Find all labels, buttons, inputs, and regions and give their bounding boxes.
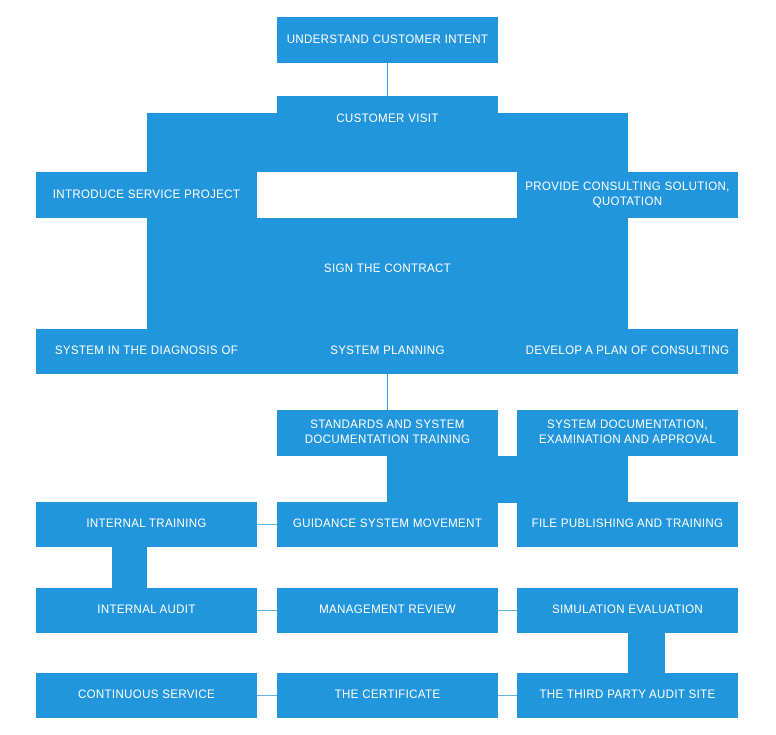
node-customer-visit[interactable]: CUSTOMER VISIT [277,96,498,142]
node-label: GUIDANCE SYSTEM MOVEMENT [292,518,483,530]
node-label: DEVELOP A PLAN OF CONSULTING [525,345,730,357]
node-the-third-party-audit-site[interactable]: THE THIRD PARTY AUDIT SITE [517,673,738,718]
conn-review-to-simulation [498,610,517,611]
band-internal-training-to-audit [112,547,147,589]
node-internal-audit[interactable]: INTERNAL AUDIT [36,588,257,633]
node-simulation-evaluation[interactable]: SIMULATION EVALUATION [517,588,738,633]
node-label: SYSTEM DOCUMENTATION, EXAMINATION AND AP… [538,419,717,446]
node-understand-customer-intent[interactable]: UNDERSTAND CUSTOMER INTENT [277,17,498,63]
conn-planning-to-standards [387,374,388,410]
conn-internal-training-to-guidance [257,524,277,525]
node-label: PROVIDE CONSULTING SOLUTION, QUOTATION [525,181,730,208]
node-label: SYSTEM IN THE DIAGNOSIS OF [54,345,239,357]
node-label: SIMULATION EVALUATION [551,604,704,616]
node-sign-the-contract[interactable]: SIGN THE CONTRACT [277,246,498,292]
hole-center-gap [257,172,517,218]
node-label: INTERNAL AUDIT [97,604,196,616]
node-file-publishing-and-training[interactable]: FILE PUBLISHING AND TRAINING [517,502,738,547]
band-row6-to-row7 [387,456,628,503]
node-label: SYSTEM PLANNING [330,345,445,357]
node-continuous-service[interactable]: CONTINUOUS SERVICE [36,673,257,718]
node-label: MANAGEMENT REVIEW [319,604,456,616]
conn-understand-to-visit [387,63,388,96]
node-internal-training[interactable]: INTERNAL TRAINING [36,502,257,547]
node-the-certificate[interactable]: THE CERTIFICATE [277,673,498,718]
node-label: INTRODUCE SERVICE PROJECT [52,188,241,201]
node-label: UNDERSTAND CUSTOMER INTENT [286,33,489,46]
node-label: THE THIRD PARTY AUDIT SITE [539,689,716,701]
conn-continuous-to-certificate [257,695,277,696]
node-develop-a-plan-of-consulting[interactable]: DEVELOP A PLAN OF CONSULTING [517,329,738,374]
node-label: CUSTOMER VISIT [336,112,439,125]
node-label: THE CERTIFICATE [334,689,441,701]
node-label: SIGN THE CONTRACT [323,262,452,275]
conn-internal-audit-to-review [257,610,277,611]
node-system-documentation-examination-and-approval[interactable]: SYSTEM DOCUMENTATION, EXAMINATION AND AP… [517,410,738,456]
node-guidance-system-movement[interactable]: GUIDANCE SYSTEM MOVEMENT [277,502,498,547]
node-introduce-service-project[interactable]: INTRODUCE SERVICE PROJECT [36,172,257,218]
node-system-in-the-diagnosis-of[interactable]: SYSTEM IN THE DIAGNOSIS OF [36,329,257,374]
node-provide-consulting-solution-quotation[interactable]: PROVIDE CONSULTING SOLUTION, QUOTATION [517,172,738,218]
node-label: FILE PUBLISHING AND TRAINING [531,518,724,530]
conn-certificate-to-third-party [498,695,517,696]
node-label: CONTINUOUS SERVICE [77,689,216,701]
node-label: INTERNAL TRAINING [86,518,207,530]
band-simulation-to-third-party [628,633,665,674]
node-standards-and-system-documentation-training[interactable]: STANDARDS AND SYSTEM DOCUMENTATION TRAIN… [277,410,498,456]
node-management-review[interactable]: MANAGEMENT REVIEW [277,588,498,633]
node-label: STANDARDS AND SYSTEM DOCUMENTATION TRAIN… [304,419,471,446]
node-system-planning[interactable]: SYSTEM PLANNING [277,329,498,374]
